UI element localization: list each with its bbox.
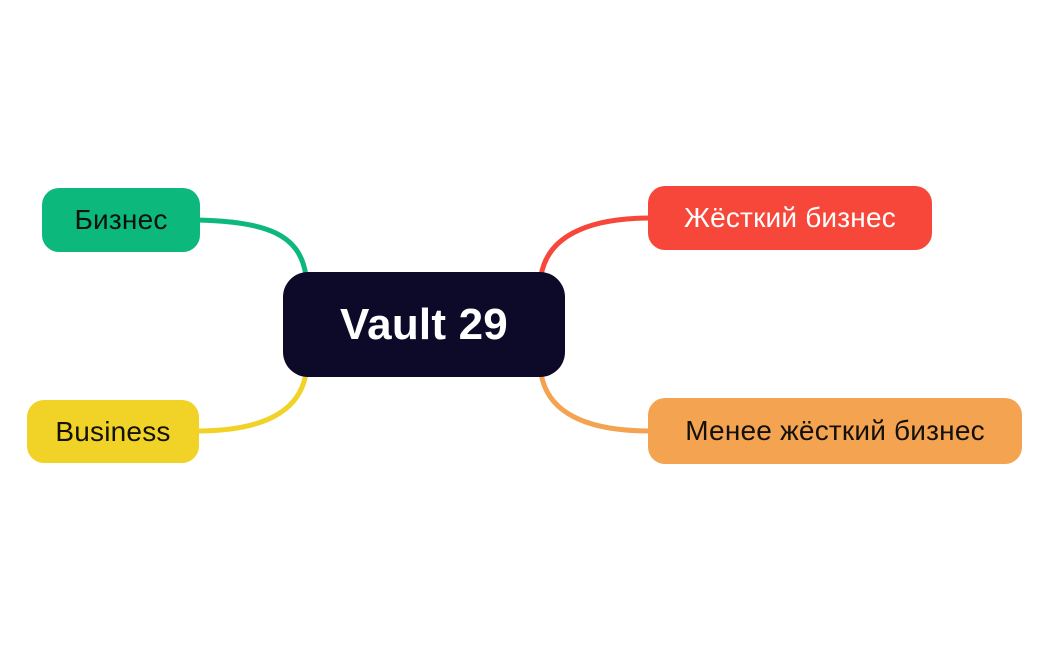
branch-node-biznes[interactable]: Бизнес [42,188,200,252]
root-node-label: Vault 29 [340,299,508,349]
branch-node-label: Менее жёсткий бизнес [685,415,985,446]
connector-zhyostkiy-biznes [538,215,653,279]
branch-node-label: Бизнес [74,204,168,235]
branch-node-label: Business [55,415,171,447]
branch-node-business[interactable]: Business [27,400,199,463]
root-node-vault-29[interactable]: Vault 29 [283,272,565,377]
connector-menee-zhyostkiy-biznes [538,370,653,434]
connector-business [194,370,309,434]
connector-biznes [195,217,309,279]
branch-node-label: Жёсткий бизнес [684,202,896,233]
branch-node-zhyostkiy-biznes[interactable]: Жёсткий бизнес [648,186,932,250]
branch-node-menee-zhyostkiy-biznes[interactable]: Менее жёсткий бизнес [648,398,1022,464]
